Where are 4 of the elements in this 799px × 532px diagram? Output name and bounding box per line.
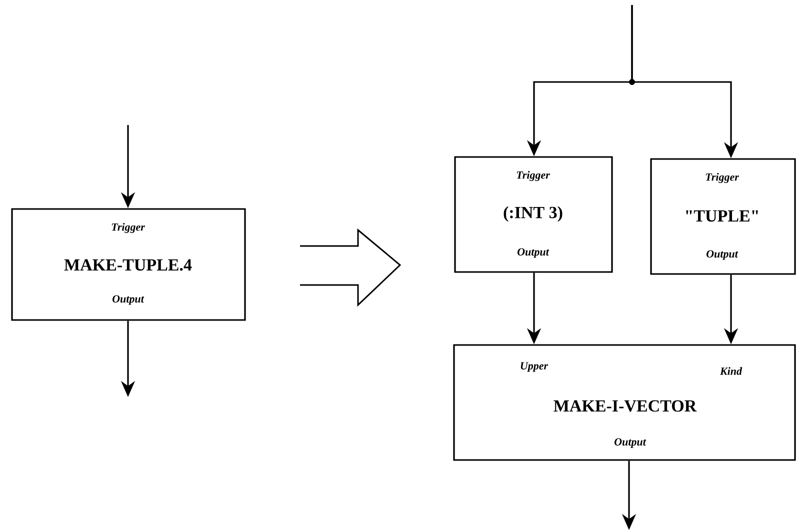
- process-box: Trigger (:INT 3) Output: [454, 156, 613, 273]
- process-box: Trigger "TUPLE" Output: [650, 158, 796, 275]
- process-box: Trigger MAKE-TUPLE.4 Output: [11, 208, 246, 321]
- process-box: Upper Kind MAKE-I-VECTOR Output: [453, 344, 796, 461]
